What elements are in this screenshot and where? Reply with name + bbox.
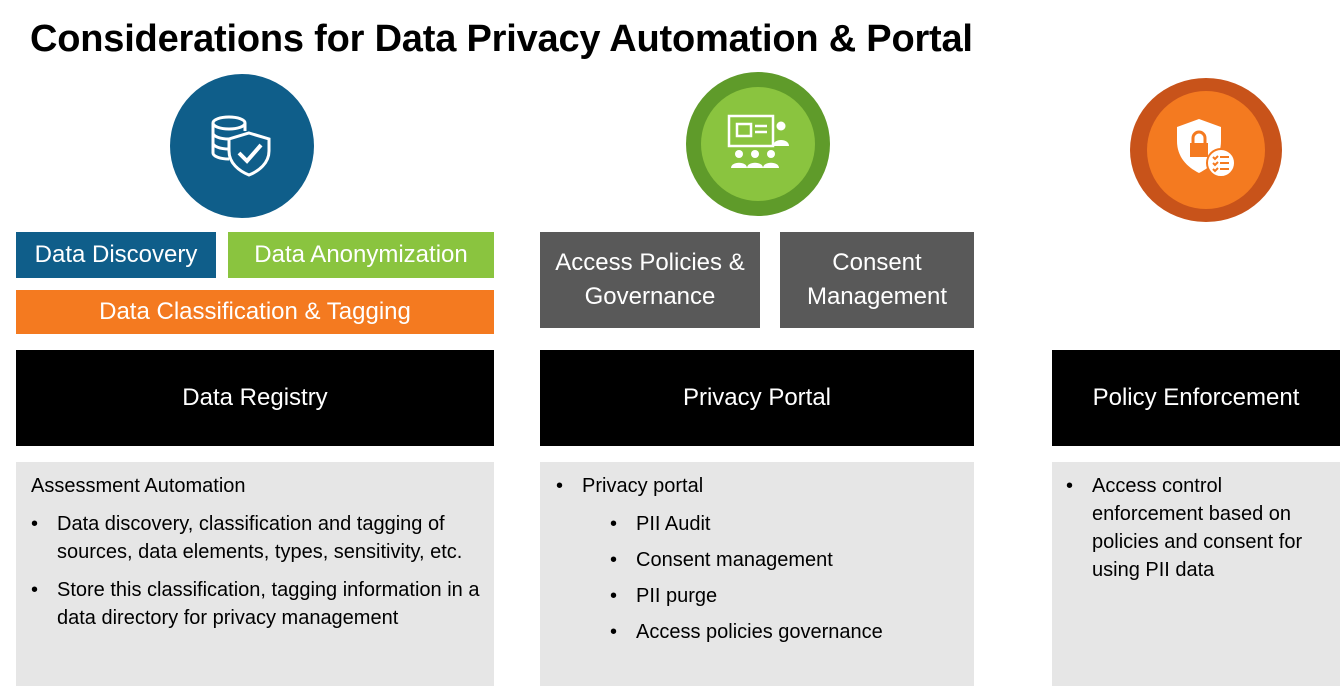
sub-list-item: Consent management <box>610 546 960 574</box>
data-anonymization-tag: Data Anonymization <box>228 232 494 278</box>
consent-management-tag: Consent Management <box>780 232 974 328</box>
data-discovery-tag: Data Discovery <box>16 232 216 278</box>
privacy-portal-header: Privacy Portal <box>540 350 974 446</box>
policy-enforcement-panel: Access control enforcement based on poli… <box>1052 462 1340 686</box>
sub-list-item: PII purge <box>610 582 960 610</box>
list-item: Privacy portal <box>556 472 960 500</box>
shield-lock-checklist-icon <box>1173 115 1239 186</box>
list-item: Access control enforcement based on poli… <box>1066 472 1326 584</box>
data-registry-panel: Assessment Automation Data discovery, cl… <box>16 462 494 686</box>
presentation-audience-icon <box>725 112 791 177</box>
sub-list-item: Access policies governance <box>610 618 960 646</box>
list-item: Data discovery, classification and taggi… <box>31 510 480 566</box>
access-policies-tag: Access Policies & Governance <box>540 232 760 328</box>
list-item: Store this classification, tagging infor… <box>31 576 480 632</box>
page-title: Considerations for Data Privacy Automati… <box>30 18 973 60</box>
registry-icon-circle <box>170 74 314 218</box>
data-classification-tag: Data Classification & Tagging <box>16 290 494 334</box>
portal-icon-circle <box>686 72 830 216</box>
policy-enforcement-header: Policy Enforcement <box>1052 350 1340 446</box>
privacy-portal-panel: Privacy portal PII Audit Consent managem… <box>540 462 974 686</box>
assessment-heading: Assessment Automation <box>31 475 246 497</box>
enforcement-icon-circle <box>1130 78 1282 222</box>
database-shield-check-icon <box>207 109 277 184</box>
data-registry-header: Data Registry <box>16 350 494 446</box>
sub-list-item: PII Audit <box>610 510 960 538</box>
